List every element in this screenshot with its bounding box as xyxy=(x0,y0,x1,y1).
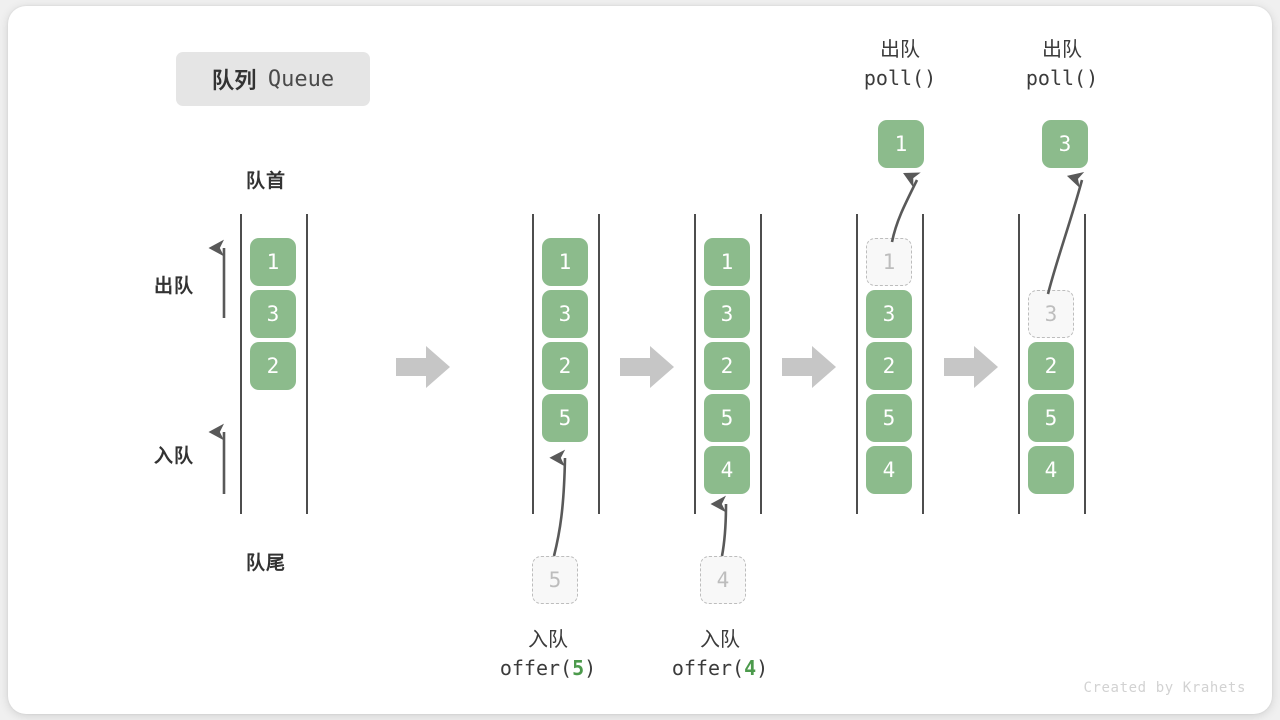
dequeue-direction-label: 出队 xyxy=(154,276,195,297)
queue-cells: 1 3 2 5 xyxy=(542,238,588,442)
enqueue-arrow-icon xyxy=(710,495,728,557)
pending-enqueue-cell: 4 xyxy=(700,556,746,604)
footer-credit: Created by Krahets xyxy=(1083,680,1246,696)
poll-arrow-icon xyxy=(1046,171,1085,295)
poll-3-caption-cn: 出队 xyxy=(1042,39,1082,61)
queue-cells: 1 3 2 5 4 xyxy=(704,238,750,494)
queue-cell: 4 xyxy=(704,446,750,494)
queue-cell-removed: 3 xyxy=(1028,290,1074,338)
title-chinese: 队列 xyxy=(211,68,257,93)
queue-cell: 2 xyxy=(250,342,296,390)
diagram-card: 队列 Queue 队首 队尾 出队 入队 1 3 2 1 xyxy=(8,6,1272,714)
poll-1-caption-code: poll() xyxy=(863,66,937,91)
enqueue-arrow-icon xyxy=(549,449,567,557)
step-arrow-icon xyxy=(620,346,674,388)
queue-cell: 2 xyxy=(704,342,750,390)
poll-1-result-cell: 1 xyxy=(878,120,924,168)
poll-3-caption: 出队 poll() xyxy=(972,36,1152,93)
queue-cell: 5 xyxy=(542,394,588,442)
queue-cells: 3 2 5 4 xyxy=(1028,238,1074,494)
poll-3-caption-code: poll() xyxy=(1025,66,1099,91)
queue-cell: 1 xyxy=(704,238,750,286)
queue-cell: 3 xyxy=(704,290,750,338)
queue-cell: 3 xyxy=(542,290,588,338)
enqueue-direction-arrow-icon xyxy=(208,423,226,494)
offer-5-caption-code: offer(5) xyxy=(499,656,597,681)
poll-arrow-icon xyxy=(890,172,921,243)
queue-head-label: 队首 xyxy=(246,171,287,192)
rail-left xyxy=(532,214,534,514)
rail-right xyxy=(922,214,924,514)
queue-tail-label: 队尾 xyxy=(246,553,287,574)
queue-cell-removed: 1 xyxy=(866,238,912,286)
queue-cell: 5 xyxy=(866,394,912,442)
queue-cell: 5 xyxy=(1028,394,1074,442)
rail-left xyxy=(856,214,858,514)
queue-cell: 2 xyxy=(1028,342,1074,390)
offer-4-caption: 入队 offer(4) xyxy=(620,626,820,683)
rail-left xyxy=(240,214,242,514)
step-arrow-icon xyxy=(396,346,450,388)
rail-right xyxy=(1084,214,1086,514)
rail-right xyxy=(306,214,308,514)
pending-enqueue-cell: 5 xyxy=(532,556,578,604)
offer-4-caption-cn: 入队 xyxy=(700,629,740,651)
poll-3-result-cell: 3 xyxy=(1042,120,1088,168)
queue-cell: 2 xyxy=(542,342,588,390)
offer-5-value: 5 xyxy=(572,656,585,681)
queue-cell: 3 xyxy=(866,290,912,338)
poll-1-caption: 出队 poll() xyxy=(810,36,990,93)
step-arrow-icon xyxy=(782,346,836,388)
queue-cell: 4 xyxy=(866,446,912,494)
rail-right xyxy=(760,214,762,514)
dequeue-direction-arrow-icon xyxy=(208,239,226,318)
enqueue-direction-label: 入队 xyxy=(154,446,195,467)
offer-5-caption: 入队 offer(5) xyxy=(448,626,648,683)
rail-left xyxy=(1018,214,1020,514)
title-badge: 队列 Queue xyxy=(176,52,370,106)
rail-left xyxy=(694,214,696,514)
title-english: Queue xyxy=(267,66,335,92)
queue-cells: 1 3 2 xyxy=(250,238,296,390)
poll-1-caption-cn: 出队 xyxy=(880,39,920,61)
step-arrow-icon xyxy=(944,346,998,388)
offer-4-caption-code: offer(4) xyxy=(671,656,769,681)
queue-cell: 3 xyxy=(250,290,296,338)
offer-5-caption-cn: 入队 xyxy=(528,629,568,651)
queue-cell: 1 xyxy=(542,238,588,286)
offer-4-value: 4 xyxy=(744,656,757,681)
queue-cell: 2 xyxy=(866,342,912,390)
queue-cell: 4 xyxy=(1028,446,1074,494)
queue-cells: 1 3 2 5 4 xyxy=(866,238,912,494)
queue-cell: 5 xyxy=(704,394,750,442)
queue-cell: 1 xyxy=(250,238,296,286)
rail-right xyxy=(598,214,600,514)
